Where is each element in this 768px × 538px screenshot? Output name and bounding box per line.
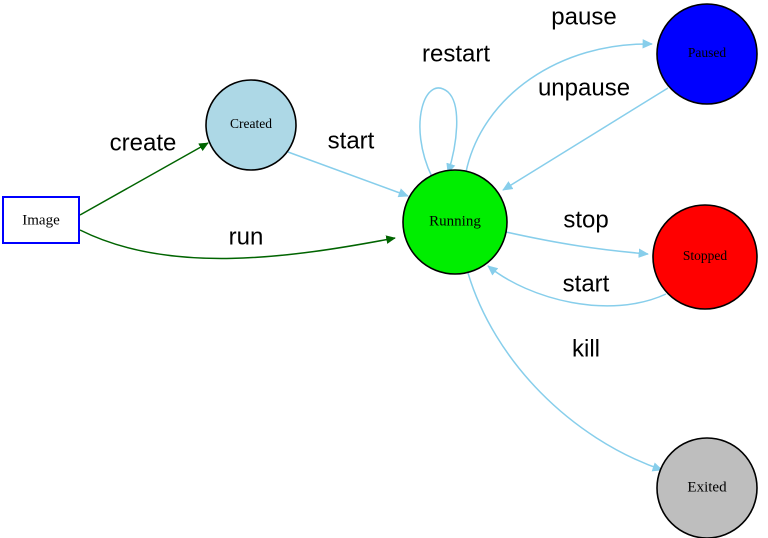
edge-start-stopped[interactable]: start [487,265,667,307]
node-image[interactable]: Image [2,196,80,244]
node-exited[interactable]: Exited [656,437,758,538]
edge-kill-path [467,272,663,472]
edge-start-created[interactable]: start [287,127,409,198]
edge-unpause-path [502,87,669,191]
node-created[interactable]: Created [205,79,297,171]
edge-pause[interactable]: pause [465,3,653,173]
node-stopped[interactable]: Stopped [652,204,758,310]
node-running[interactable]: Running [402,169,508,275]
edge-start-stopped-label: start [563,270,610,297]
edge-start-stopped-path [487,265,667,307]
node-image-shape [2,196,80,244]
edge-run[interactable]: run [79,223,396,260]
edge-pause-label: pause [551,3,616,30]
edge-stop-label: stop [563,206,608,233]
edge-pause-path [465,39,653,173]
node-paused[interactable]: Paused [656,3,758,105]
edge-start-created-label: start [328,127,375,154]
edge-restart-label: restart [422,40,490,67]
edge-create[interactable]: create [79,129,209,216]
node-exited-shape [656,437,758,538]
edge-unpause[interactable]: unpause [502,74,669,191]
edge-kill[interactable]: kill [467,272,663,472]
edge-start-created-path [287,151,409,198]
node-created-shape [205,79,297,171]
node-stopped-shape [652,204,758,310]
node-running-shape [402,169,508,275]
edge-create-label: create [110,129,177,156]
edges-layer: create run start restart pause [79,3,669,472]
edge-run-label: run [229,223,264,250]
edge-run-path [79,229,396,260]
nodes-layer: Image Created Running Paused Stopped [2,3,758,538]
edge-unpause-label: unpause [538,74,630,101]
edge-create-path [79,142,209,216]
edge-restart-path [419,87,458,178]
node-paused-shape [656,3,758,105]
edge-stop-path [505,231,649,258]
edge-stop[interactable]: stop [505,206,649,258]
edge-kill-label: kill [572,335,600,362]
edge-restart[interactable]: restart [419,40,490,178]
